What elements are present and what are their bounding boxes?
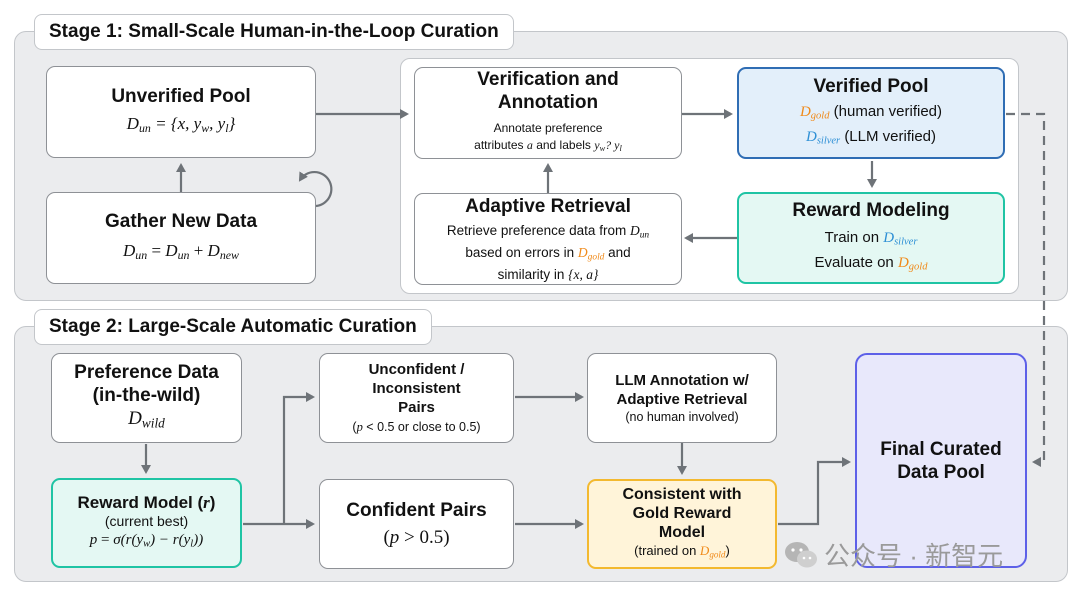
llm-line3: (no human involved) bbox=[625, 409, 739, 424]
verified-pool-box: Verified Pool Dgold (human verified) Dsi… bbox=[737, 67, 1005, 159]
consistent-line1: Consistent with bbox=[622, 485, 742, 503]
arrow-gather-self-loop bbox=[298, 170, 333, 208]
consistent-line2: Gold Reward bbox=[632, 504, 732, 522]
unverified-pool-formula: Dun = {x, yw, yl} bbox=[126, 113, 236, 135]
preference-line2: (in-the-wild) bbox=[92, 384, 201, 406]
arrow-consistent-to-final bbox=[778, 457, 851, 526]
consistent-trained: (trained on Dgold) bbox=[634, 542, 730, 560]
preference-line1: Preference Data bbox=[74, 361, 219, 383]
unconfident-cond: (p < 0.5 or close to 0.5) bbox=[352, 420, 481, 434]
verified-gold-line: Dgold (human verified) bbox=[799, 102, 943, 122]
unverified-pool-box: Unverified Pool Dun = {x, yw, yl} bbox=[46, 66, 316, 158]
verified-pool-title: Verified Pool bbox=[813, 75, 929, 97]
reward-model-formula: p = σ(r(yw) − r(yl)) bbox=[89, 531, 204, 550]
reward-model-box: Reward Model (r) (current best) p = σ(r(… bbox=[51, 478, 242, 568]
arrow-verified-to-final-dashed bbox=[1006, 112, 1046, 467]
verification-annotation-box: Verification and Annotation Annotate pre… bbox=[414, 67, 682, 159]
stage1-title: Stage 1: Small-Scale Human-in-the-Loop C… bbox=[34, 14, 514, 50]
consistent-gold-box: Consistent with Gold Reward Model (train… bbox=[587, 479, 777, 569]
adaptive-retrieval-title: Adaptive Retrieval bbox=[465, 195, 631, 217]
adaptive-line3: similarity in {x, a} bbox=[497, 267, 599, 283]
verification-title-line1: Verification and bbox=[477, 69, 619, 91]
unconfident-pairs-box: Unconfident / Inconsistent Pairs (p < 0.… bbox=[319, 353, 514, 443]
llm-line2: Adaptive Retrieval bbox=[616, 390, 748, 408]
adaptive-line1: Retrieve preference data from Dun bbox=[446, 222, 650, 240]
preference-formula: Dwild bbox=[128, 407, 165, 431]
confident-cond: (p > 0.5) bbox=[383, 526, 450, 548]
arrow-branch-to-unconfident bbox=[282, 392, 315, 524]
final-line1: Final Curated bbox=[880, 438, 1002, 460]
adaptive-line2: based on errors in Dgold and bbox=[465, 245, 631, 263]
unconfident-line3: Pairs bbox=[398, 399, 435, 416]
gather-new-data-box: Gather New Data Dun = Dun + Dnew bbox=[46, 192, 316, 284]
final-line2: Data Pool bbox=[897, 461, 985, 483]
wechat-icon bbox=[785, 541, 817, 567]
confident-pairs-box: Confident Pairs (p > 0.5) bbox=[319, 479, 514, 569]
verified-silver-line: Dsilver (LLM verified) bbox=[805, 127, 937, 147]
reward-model-title: Reward Model (r) bbox=[77, 492, 216, 512]
preference-data-box: Preference Data (in-the-wild) Dwild bbox=[51, 353, 242, 443]
stage2-title: Stage 2: Large-Scale Automatic Curation bbox=[34, 309, 432, 345]
reward-modeling-box: Reward Modeling Train on Dsilver Evaluat… bbox=[737, 192, 1005, 284]
gather-formula: Dun = Dun + Dnew bbox=[123, 240, 239, 262]
gather-new-data-title: Gather New Data bbox=[104, 210, 258, 232]
watermark-text: 公众号 · 新智元 bbox=[824, 541, 1004, 571]
watermark: 公众号 · 新智元 bbox=[784, 536, 1003, 573]
verification-desc-line1: Annotate preference bbox=[493, 121, 603, 136]
adaptive-retrieval-box: Adaptive Retrieval Retrieve preference d… bbox=[414, 193, 682, 285]
reward-evaluate-line: Evaluate on Dgold bbox=[814, 253, 928, 273]
verification-title-line2: Annotation bbox=[497, 92, 599, 114]
reward-train-line: Train on Dsilver bbox=[824, 228, 918, 248]
reward-modeling-title: Reward Modeling bbox=[792, 199, 950, 221]
unconfident-line1: Unconfident / bbox=[368, 361, 465, 378]
confident-title: Confident Pairs bbox=[346, 499, 487, 521]
verification-desc-line2: attributes a and labels yw? yl bbox=[474, 138, 622, 154]
consistent-line3: Model bbox=[658, 523, 706, 541]
llm-annotation-box: LLM Annotation w/ Adaptive Retrieval (no… bbox=[587, 353, 777, 443]
llm-line1: LLM Annotation w/ bbox=[615, 371, 749, 389]
final-curated-pool-box: Final Curated Data Pool bbox=[855, 353, 1027, 568]
unverified-pool-title: Unverified Pool bbox=[111, 85, 251, 107]
unconfident-line2: Inconsistent bbox=[372, 380, 461, 397]
reward-model-sub: (current best) bbox=[104, 512, 189, 529]
